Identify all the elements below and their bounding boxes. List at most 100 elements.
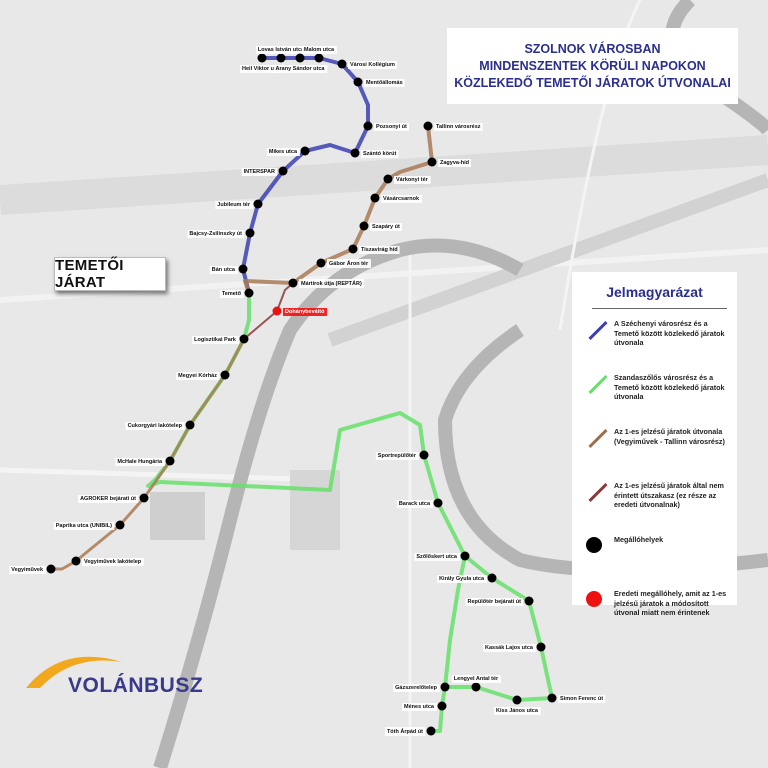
stop-marker[interactable] xyxy=(139,493,149,503)
stop-label: Tallinn városrész xyxy=(436,124,481,130)
stop-label: Temető xyxy=(222,291,242,297)
stop-marker[interactable] xyxy=(440,682,450,692)
stop-label: Logisztikai Park xyxy=(194,337,237,343)
stop-marker[interactable] xyxy=(239,334,249,344)
stop[interactable]: Várkonyi tér xyxy=(383,174,431,185)
stop-marker[interactable] xyxy=(46,564,56,574)
stop-marker[interactable] xyxy=(437,701,447,711)
stop[interactable]: Malom utca xyxy=(301,46,338,63)
stop-marker[interactable] xyxy=(363,121,373,131)
stop-label-background xyxy=(361,150,399,158)
stop[interactable]: Szántó körút xyxy=(350,148,399,159)
stop-marker[interactable] xyxy=(71,556,81,566)
stop-marker[interactable] xyxy=(433,498,443,508)
stop-marker[interactable] xyxy=(359,221,369,231)
stop[interactable]: Bajcsy-Zsilinszky út xyxy=(187,228,255,239)
legend-line-icon xyxy=(586,427,608,449)
stop-marker[interactable] xyxy=(350,148,360,158)
stop-marker[interactable] xyxy=(460,551,470,561)
stop-marker[interactable] xyxy=(295,53,305,63)
stop-marker[interactable] xyxy=(278,166,288,176)
stop[interactable]: Megyei Kórház xyxy=(176,370,230,381)
stop-marker[interactable] xyxy=(115,520,125,530)
stop-marker[interactable] xyxy=(423,121,433,131)
stop-marker[interactable] xyxy=(419,450,429,460)
stop[interactable]: Logisztikai Park xyxy=(192,334,249,345)
stop[interactable]: Sportrepülőtér xyxy=(375,450,429,461)
stop[interactable]: Jubileum tér xyxy=(215,199,263,210)
stop[interactable]: Temető xyxy=(219,288,254,299)
stop[interactable]: Városi Kollégium xyxy=(337,59,398,70)
stop[interactable]: Tallinn városrész xyxy=(423,121,483,132)
stop-marker[interactable] xyxy=(165,456,175,466)
stop-marker[interactable] xyxy=(547,693,557,703)
stop-marker[interactable] xyxy=(353,77,363,87)
stop-marker[interactable] xyxy=(536,642,546,652)
stop-marker[interactable] xyxy=(185,420,195,430)
stop[interactable]: Simon Ferenc út xyxy=(547,693,606,704)
stop-marker[interactable] xyxy=(512,695,522,705)
stop[interactable]: Bán utca xyxy=(209,264,248,275)
stop-marker[interactable] xyxy=(244,288,254,298)
stop[interactable]: Mentőállomás xyxy=(353,77,405,88)
stop-marker[interactable] xyxy=(471,682,481,692)
stop[interactable]: Zagyva-híd xyxy=(427,157,472,168)
stop[interactable]: Vásárcsarnok xyxy=(370,193,423,204)
stop-marker[interactable] xyxy=(314,53,324,63)
stop[interactable]: Paprika utca (UNIBIL) xyxy=(53,520,125,531)
stop-marker[interactable] xyxy=(257,53,267,63)
stop-label: Pozsonyi út xyxy=(376,124,407,130)
stop[interactable]: Tiszavirág híd xyxy=(348,244,400,255)
stop[interactable]: Lovas István utca xyxy=(255,46,308,63)
stop[interactable]: Szőlőskert utca xyxy=(414,551,470,562)
stop-marker[interactable] xyxy=(383,174,393,184)
stop-marker[interactable] xyxy=(253,199,263,209)
original-stop[interactable]: Dohánybeváltó xyxy=(272,306,328,317)
stop-marker[interactable] xyxy=(245,228,255,238)
stop[interactable]: Lengyel Antal tér xyxy=(451,675,502,692)
stop[interactable]: Vegyiművek xyxy=(9,564,56,575)
stop-marker[interactable] xyxy=(276,53,286,63)
stop-marker[interactable] xyxy=(220,370,230,380)
stop[interactable]: Cukorgyári lakótelep xyxy=(125,420,195,431)
stop[interactable]: Barack utca xyxy=(396,498,443,509)
logo-text: VOLÁNBUSZ xyxy=(68,674,204,697)
stop[interactable]: Tóth Árpád út xyxy=(384,726,436,737)
stop-marker[interactable] xyxy=(316,258,326,268)
stop-marker[interactable] xyxy=(238,264,248,274)
stop-marker[interactable] xyxy=(487,573,497,583)
stop[interactable]: Heil Viktor utca xyxy=(240,53,285,74)
stop[interactable]: Gázszerelőtelep xyxy=(393,682,450,693)
stop[interactable]: Pozsonyi út xyxy=(363,121,410,132)
stop[interactable]: Repülőtér bejárati út xyxy=(465,596,534,607)
stop-marker[interactable] xyxy=(272,306,282,316)
stop[interactable]: Kiss János utca xyxy=(494,695,541,716)
stop[interactable]: Mártírok útja (REPTÁR) xyxy=(288,278,364,289)
stop-marker[interactable] xyxy=(426,726,436,736)
stop-marker[interactable] xyxy=(370,193,380,203)
legend-title: Jelmagyarázat xyxy=(606,284,703,300)
stop[interactable]: Arany Sándor utca xyxy=(273,53,328,74)
stop-marker[interactable] xyxy=(427,157,437,167)
route-line xyxy=(243,282,294,340)
stop[interactable]: Király Gyula utca xyxy=(437,573,497,584)
stop[interactable]: Mikes utca xyxy=(266,146,310,157)
stop[interactable]: Gábor Áron tér xyxy=(316,258,371,269)
stop-marker[interactable] xyxy=(288,278,298,288)
stop-label: Paprika utca (UNIBIL) xyxy=(56,523,112,529)
stop-marker[interactable] xyxy=(524,596,534,606)
stop-label-background xyxy=(437,575,487,583)
stop-label: Repülőtér bejárati út xyxy=(468,599,522,605)
stop-label: Vásárcsarnok xyxy=(383,196,420,202)
stop-marker[interactable] xyxy=(300,146,310,156)
stop[interactable]: Kassák Lajos utca xyxy=(483,642,546,653)
stop[interactable]: Szapáry út xyxy=(359,221,402,232)
stop-marker[interactable] xyxy=(348,244,358,254)
stop[interactable]: Vegyiművek lakótelep xyxy=(71,556,144,567)
stop-marker[interactable] xyxy=(337,59,347,69)
stop[interactable]: INTERSPAR xyxy=(241,166,288,177)
route-badge: TEMETŐI JÁRAT xyxy=(54,257,166,291)
stop[interactable]: AGROKER bejárati út xyxy=(78,493,149,504)
stop[interactable]: McHale Hungária xyxy=(115,456,175,467)
stop[interactable]: Ménes utca xyxy=(402,701,447,712)
